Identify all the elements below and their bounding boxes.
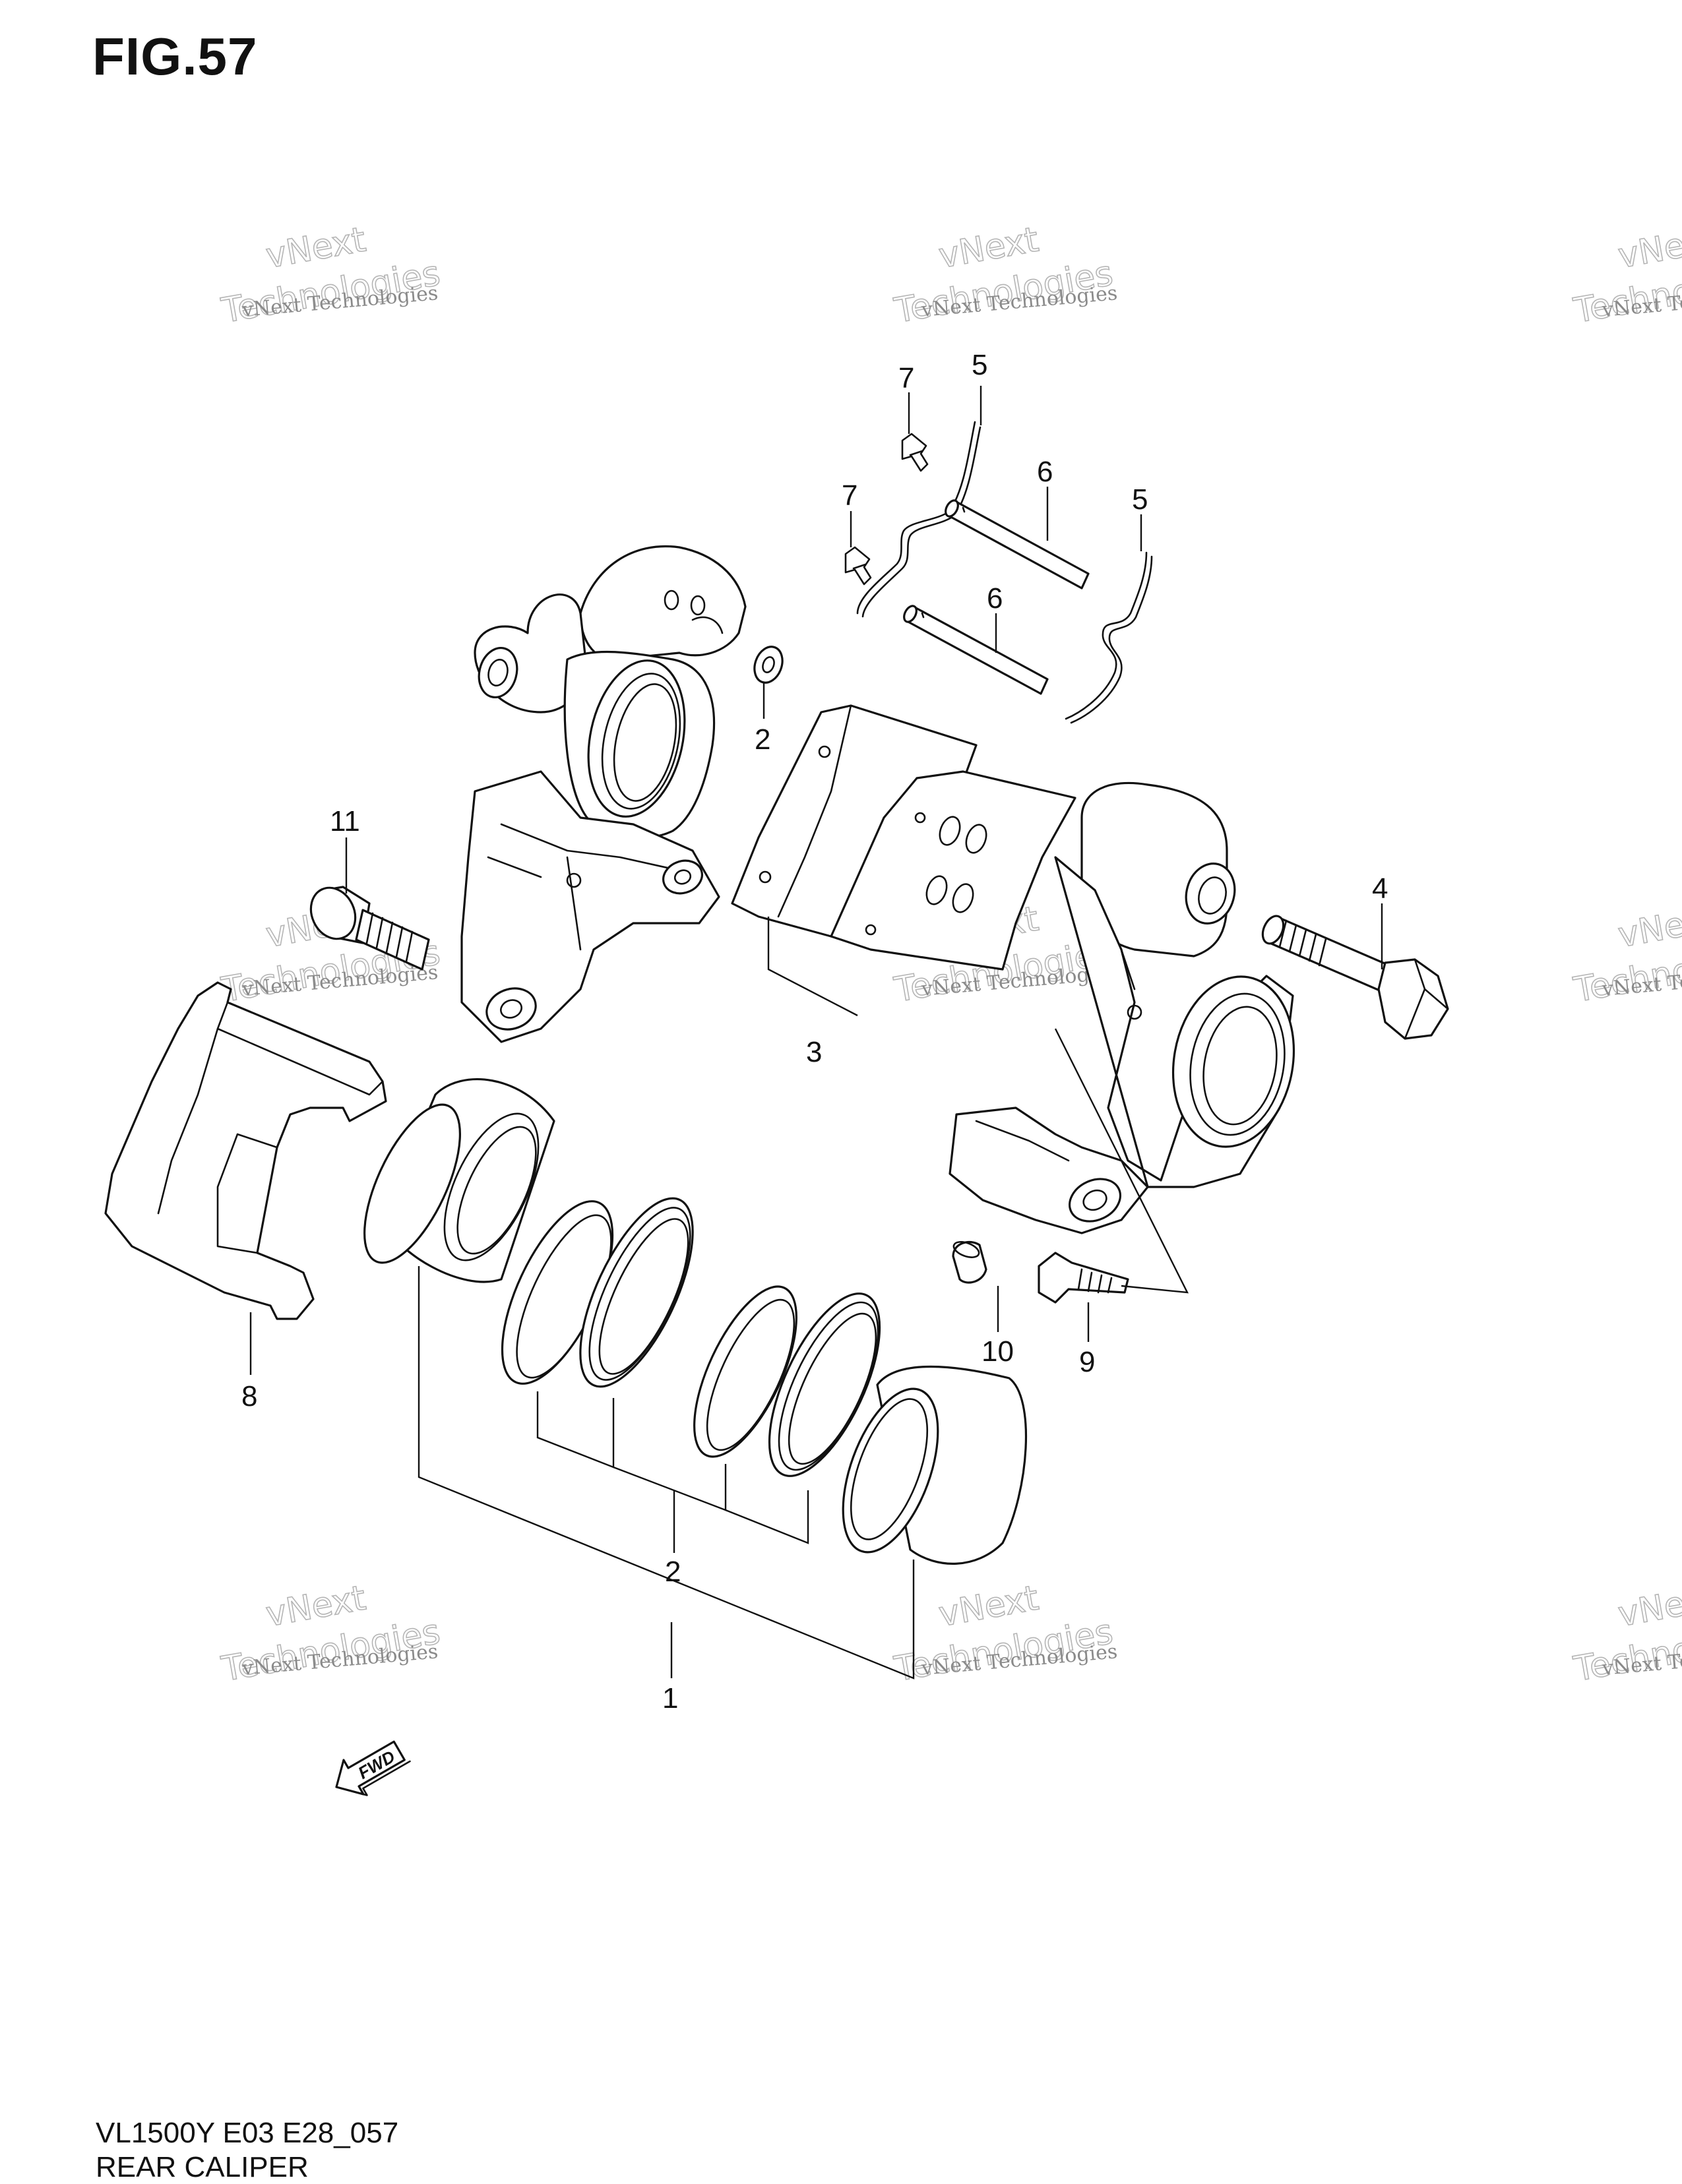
callout-8: 8 (241, 1380, 257, 1412)
callout-7-lower: 7 (842, 479, 857, 512)
footer-model-code: VL1500Y E03 E28_057 (96, 2117, 399, 2149)
callout-3: 3 (806, 1036, 822, 1068)
part-5-spring-right (1065, 551, 1153, 724)
part-2-seal-inner (579, 1197, 694, 1388)
part-9-bleeder-valve (1038, 1252, 1129, 1304)
callout-1: 1 (662, 1682, 678, 1714)
part-5-spring-left (856, 421, 981, 618)
watermark-text-small: vNext (1615, 1579, 1682, 1635)
callout-5-upper: 5 (972, 349, 987, 381)
lead-line-9-pointer (1054, 1028, 1189, 1294)
lead-line-3 (767, 917, 858, 1017)
callout-11: 11 (330, 805, 360, 837)
watermark-text-small: vNext (1615, 220, 1682, 276)
callout-6-lower: 6 (987, 582, 1003, 615)
callout-6-upper: 6 (1037, 456, 1053, 488)
lead-lines-pistons-seals (418, 1266, 915, 1680)
part-2-seal-outer-right (693, 1285, 797, 1458)
callout-4: 4 (1372, 872, 1388, 905)
watermark-text-small: vNext (1615, 899, 1682, 956)
callout-labels: 7 5 7 6 5 6 2 11 4 3 10 9 8 2 1 (241, 349, 1388, 1714)
part-3-brake-pad-front (830, 770, 1076, 971)
part-2-washer (753, 646, 784, 684)
caliper-housing-left (460, 545, 747, 1043)
callout-7-upper: 7 (898, 362, 914, 394)
part-7-clip-upper (901, 433, 929, 472)
part-4-long-bolt (1261, 915, 1449, 1040)
part-1-piston-right (842, 1365, 1027, 1565)
part-10-bleeder-cap (952, 1241, 987, 1284)
part-8-pad-shield (104, 981, 387, 1320)
caliper-housing-right (949, 781, 1295, 1234)
part-6-pin-upper (945, 499, 1090, 590)
figure-title: FIG.57 (92, 27, 258, 86)
part-6-pin-lower (903, 605, 1049, 695)
callout-10: 10 (981, 1335, 1014, 1368)
part-7-clip-lower (844, 546, 872, 586)
part-1-piston-left (363, 1078, 555, 1283)
part-11-bolt (309, 886, 430, 971)
footer-section-name: REAR CALIPER (96, 2151, 309, 2183)
fwd-arrow-icon: FWD (335, 1740, 411, 1796)
callout-2-washer: 2 (755, 723, 770, 756)
part-2-seal-inner-right (768, 1292, 881, 1477)
callout-9: 9 (1079, 1346, 1095, 1378)
callout-5-lower: 5 (1132, 483, 1148, 516)
lead-lines-top (345, 386, 1142, 894)
callout-2-seals: 2 (665, 1556, 681, 1588)
